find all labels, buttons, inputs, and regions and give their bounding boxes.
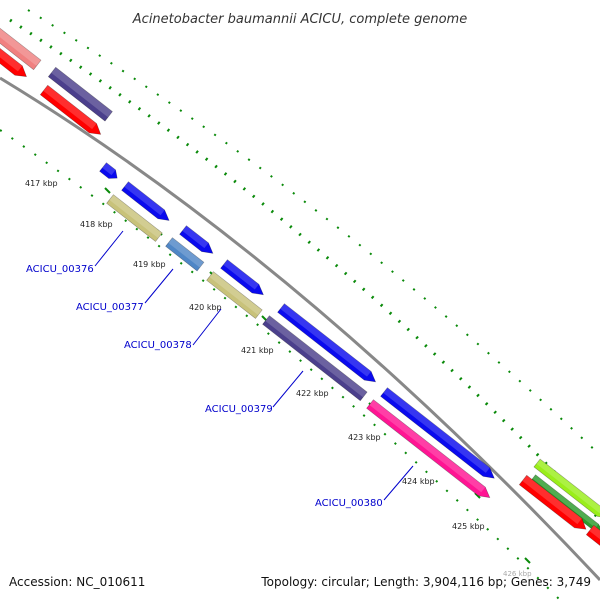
tick-label-425: 425 kbp	[452, 522, 485, 531]
tick-label-418: 418 kbp	[80, 220, 113, 229]
outer-dotted-ring-2	[27, 9, 600, 456]
gene-block-khaki-1[interactable]	[106, 194, 163, 242]
kbp-ticks: 417 kbp 418 kbp 419 kbp 420 kbp 421 kbp …	[25, 179, 532, 578]
backbone-line	[0, 76, 600, 582]
gene-arrow-magenta-highlight	[369, 399, 486, 493]
tick-mark	[524, 557, 531, 564]
gene-block-pink-highlight	[0, 28, 41, 66]
tick-label-422: 422 kbp	[296, 389, 329, 398]
gene-block-indigo-2-highlight	[265, 315, 368, 398]
gene-arrow-blue-small-highlight	[102, 162, 116, 176]
tick-label-426: 426 kbp	[503, 570, 532, 578]
gene-labels: ACICU_00376 ACICU_00377 ACICU_00378 ACIC…	[26, 264, 383, 509]
gene-link-acicu-00378[interactable]: ACICU_00378	[124, 340, 192, 351]
gene-arrow-blue-2-highlight	[182, 225, 209, 249]
tick-label-424: 424 kbp	[402, 477, 435, 486]
gene-link-acicu-00379[interactable]: ACICU_00379	[205, 404, 273, 415]
gene-block-red-4[interactable]	[585, 524, 600, 553]
accession-text: Accession: NC_010611	[9, 575, 145, 589]
leader-line	[94, 230, 124, 267]
gene-block-khaki-2[interactable]	[206, 271, 263, 319]
leader-line	[272, 370, 304, 408]
gene-features	[0, 23, 600, 553]
gene-block-pink[interactable]	[0, 23, 42, 71]
gene-arrow-red-2[interactable]	[39, 84, 102, 135]
gene-arrow-red-3[interactable]	[518, 474, 587, 530]
gene-block-khaki-2-highlight	[209, 271, 263, 316]
genome-backbone	[0, 76, 600, 582]
gene-arrow-blue-1[interactable]	[121, 181, 170, 221]
gene-arrow-red-2-highlight	[43, 85, 97, 130]
gene-block-steel[interactable]	[165, 237, 205, 272]
genome-summary-text: Topology: circular; Length: 3,904,116 bp…	[260, 575, 591, 589]
gene-link-acicu-00380[interactable]: ACICU_00380	[315, 498, 383, 509]
outer-dotted-ring	[9, 18, 600, 522]
gene-arrow-blue-3-highlight	[223, 259, 259, 290]
gene-arrow-red-top[interactable]	[0, 47, 27, 77]
gene-link-acicu-00376[interactable]: ACICU_00376	[26, 264, 94, 275]
gene-arrow-blue-small[interactable]	[99, 162, 118, 179]
tick-label-417: 417 kbp	[25, 179, 58, 188]
gene-block-khaki-1-highlight	[109, 194, 163, 239]
tick-mark	[474, 492, 481, 499]
gene-arrow-lime[interactable]	[533, 458, 600, 518]
gene-arrow-lime-highlight	[536, 459, 600, 514]
tick-label-423: 423 kbp	[348, 433, 381, 442]
gene-link-acicu-00377[interactable]: ACICU_00377	[76, 302, 144, 313]
gene-block-indigo-top-highlight	[51, 67, 113, 118]
gene-arrow-green-highlight	[532, 474, 599, 528]
tick-label-421: 421 kbp	[241, 346, 274, 355]
gene-arrow-blue-5-highlight	[383, 387, 490, 473]
gene-arrow-blue-2[interactable]	[179, 225, 214, 254]
gene-block-steel-highlight	[168, 237, 204, 268]
leader-line	[144, 268, 174, 304]
gene-block-indigo-2[interactable]	[262, 315, 368, 402]
gene-arrow-red-top-highlight	[0, 48, 23, 72]
gene-arrow-blue-4[interactable]	[277, 303, 377, 383]
gene-label-leaders	[94, 230, 414, 501]
gene-arrow-blue-1-highlight	[124, 181, 165, 216]
gene-arrow-red-3-highlight	[522, 475, 582, 525]
gene-arrow-blue-3[interactable]	[220, 259, 264, 296]
gene-block-red-4-highlight	[589, 525, 600, 540]
map-title: Acinetobacter baumannii ACICU, complete …	[132, 12, 467, 27]
gene-arrow-blue-4-highlight	[280, 303, 372, 377]
gene-arrow-blue-5[interactable]	[380, 387, 495, 479]
tick-label-420: 420 kbp	[189, 303, 222, 312]
leader-line	[192, 308, 222, 346]
gene-arrow-magenta[interactable]	[366, 399, 491, 498]
gene-block-indigo-top[interactable]	[47, 66, 113, 122]
tick-label-419: 419 kbp	[133, 260, 166, 269]
tick-mark	[104, 187, 111, 194]
leader-line	[383, 465, 414, 501]
